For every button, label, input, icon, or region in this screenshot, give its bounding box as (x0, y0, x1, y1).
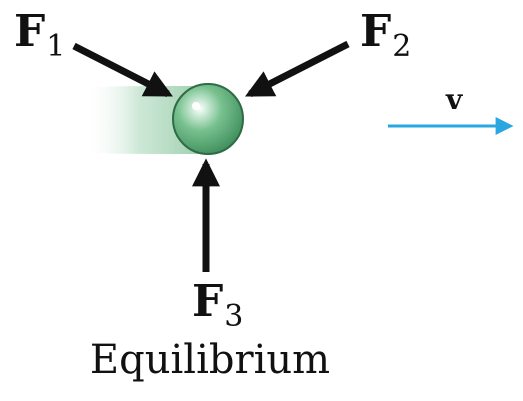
force-subscript: 1 (46, 29, 66, 64)
force-symbol: F (192, 276, 224, 327)
force-label-f1: F1 (14, 10, 65, 62)
force-label-f2: F2 (360, 10, 411, 62)
force-arrow-f1 (72, 42, 173, 98)
ball-highlight (192, 102, 200, 110)
force-subscript: 3 (224, 299, 244, 334)
force-subscript: 2 (392, 29, 412, 64)
force-arrow-f2 (245, 40, 350, 98)
force-symbol: F (14, 6, 46, 57)
force-label-f3: F3 (192, 280, 243, 332)
diagram-caption: Equilibrium (89, 337, 331, 383)
particle-ball (172, 83, 244, 155)
force-symbol: F (360, 6, 392, 57)
velocity-label: v (446, 83, 463, 116)
motion-trail (84, 86, 205, 154)
